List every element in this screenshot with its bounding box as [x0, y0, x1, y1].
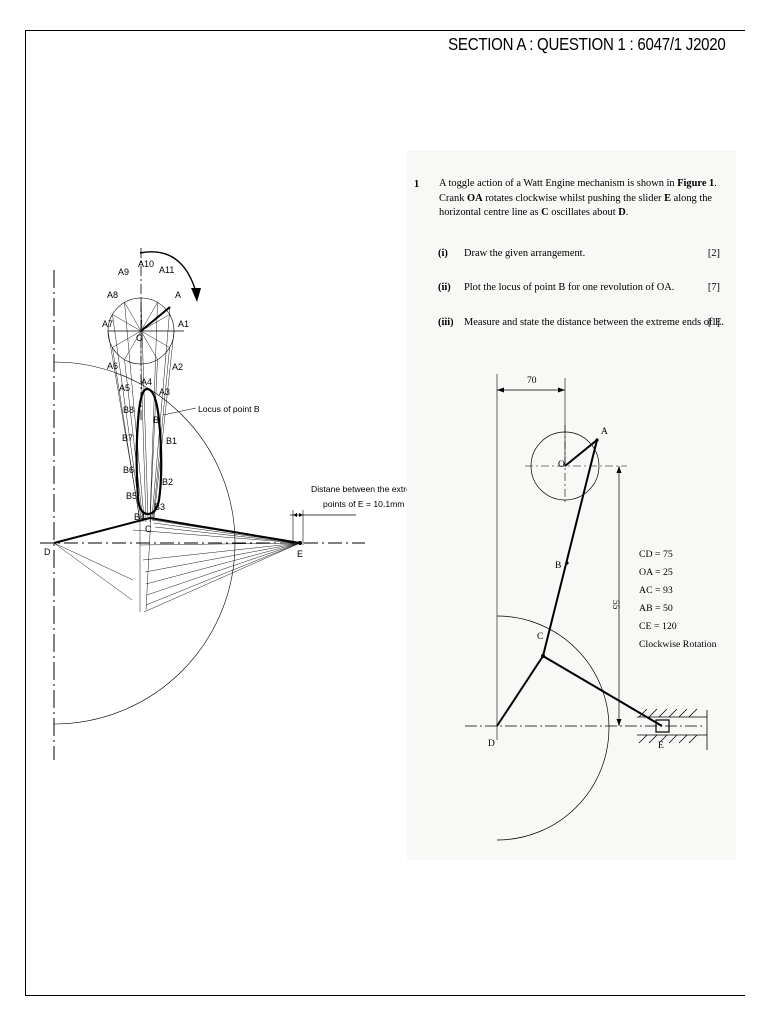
- crank-labels: A A1 A2 A3 A4 A5 A6 A7 A8 A9 A10 A11 O: [102, 259, 189, 397]
- label-o: O: [136, 333, 143, 343]
- link-positions: [53, 514, 301, 613]
- page-frame: [25, 30, 745, 996]
- figure-label-b: B: [555, 561, 561, 571]
- label-a3: A3: [159, 387, 170, 397]
- joint-c: [541, 654, 545, 658]
- svg-text:CD = 75: CD = 75: [639, 549, 673, 560]
- label-a5: A5: [119, 383, 130, 393]
- coupler-lines: [107, 297, 175, 523]
- svg-text:OA = 25: OA = 25: [639, 567, 673, 578]
- figure-specs: CD = 75 OA = 25 AC = 93 AB = 50 CE = 120…: [639, 549, 717, 650]
- link-ce: [149, 517, 301, 544]
- label-a11: A11: [159, 265, 174, 275]
- question-part-ii: (ii) Plot the locus of point B for one r…: [438, 282, 720, 293]
- extreme-note-line-2: points of E = 10.1mm: [323, 499, 404, 509]
- locus-labels: B B1 B2 B3 B4 B5 B6 B7 B8 C D E: [44, 405, 303, 559]
- extreme-dim-arrow-1: [293, 513, 297, 517]
- svg-text:Clockwise Rotation: Clockwise Rotation: [639, 639, 717, 650]
- figure-link-dc: [496, 655, 544, 727]
- rotation-arrow-head: [191, 288, 201, 302]
- question-panel: 1 A toggle action of a Watt Engine mecha…: [407, 150, 736, 860]
- figure-label-e: E: [658, 741, 664, 751]
- label-b4: B4: [134, 512, 145, 522]
- figure-link-ao-thin: [564, 445, 590, 467]
- label-b6: B6: [123, 465, 134, 475]
- dim-70-arrow-l: [497, 387, 504, 393]
- label-b2: B2: [162, 477, 173, 487]
- link-dc: [53, 517, 151, 544]
- figure-1-mechanism: 70 55: [465, 374, 717, 841]
- question-number: 1: [414, 179, 420, 190]
- svg-text:CE = 120: CE = 120: [639, 621, 677, 632]
- figure-link-ac: [542, 439, 598, 657]
- label-a7: A7: [102, 319, 113, 329]
- question-part-i: (i) Draw the given arrangement. [2]: [438, 248, 720, 259]
- question-intro: A toggle action of a Watt Engine mechani…: [439, 178, 717, 218]
- dim-70-arrow-r: [558, 387, 565, 393]
- label-b: B: [153, 415, 159, 425]
- label-a6: A6: [107, 361, 118, 371]
- rotation-arrow: [139, 251, 197, 293]
- label-e: E: [297, 549, 303, 559]
- point-e-marker: [298, 541, 302, 545]
- slider-guides: [637, 708, 708, 750]
- label-a: A: [175, 290, 181, 300]
- label-a1: A1: [178, 319, 189, 329]
- dim-70-label: 70: [527, 376, 537, 386]
- label-a8: A8: [107, 290, 118, 300]
- label-b8: B8: [123, 405, 134, 415]
- label-d: D: [44, 547, 51, 557]
- slider-block-e: [655, 719, 670, 733]
- page-title: SECTION A : QUESTION 1 : 6047/1 J2020: [448, 34, 727, 54]
- label-a9: A9: [118, 267, 129, 277]
- svg-text:AC = 93: AC = 93: [639, 585, 673, 596]
- label-b5: B5: [126, 491, 137, 501]
- arc-about-d: [53, 361, 236, 725]
- locus-leader-line: [162, 407, 197, 416]
- figure-label-c: C: [537, 632, 543, 642]
- label-a10: A10: [138, 259, 154, 269]
- label-c: C: [145, 524, 152, 534]
- dim-55-arrow-bot: [616, 719, 622, 726]
- figure-link-ce: [542, 655, 663, 727]
- label-b3: B3: [154, 502, 165, 512]
- figure-arc-about-d: [496, 615, 610, 841]
- label-a4: A4: [141, 377, 152, 387]
- extreme-dim-arrow-2: [299, 513, 303, 517]
- locus-note: Locus of point B: [198, 404, 260, 414]
- label-a2: A2: [172, 362, 183, 372]
- question-part-iii: (iii) Measure and state the distance bet…: [438, 317, 724, 328]
- label-b1: B1: [166, 436, 177, 446]
- locus-of-point-b: [135, 387, 163, 516]
- joint-a: [595, 438, 599, 442]
- figure-label-o: O: [558, 460, 565, 470]
- figure-label-a: A: [601, 427, 608, 437]
- dim-55-label: 55: [610, 600, 620, 610]
- label-b7: B7: [122, 433, 133, 443]
- dim-55-arrow-top: [616, 466, 622, 473]
- figure-label-d: D: [488, 739, 495, 749]
- crank-oa: [140, 306, 171, 332]
- extreme-note-line-1: Distane between the extreme: [311, 484, 423, 494]
- joint-b: [565, 561, 569, 565]
- svg-text:AB = 50: AB = 50: [639, 603, 673, 614]
